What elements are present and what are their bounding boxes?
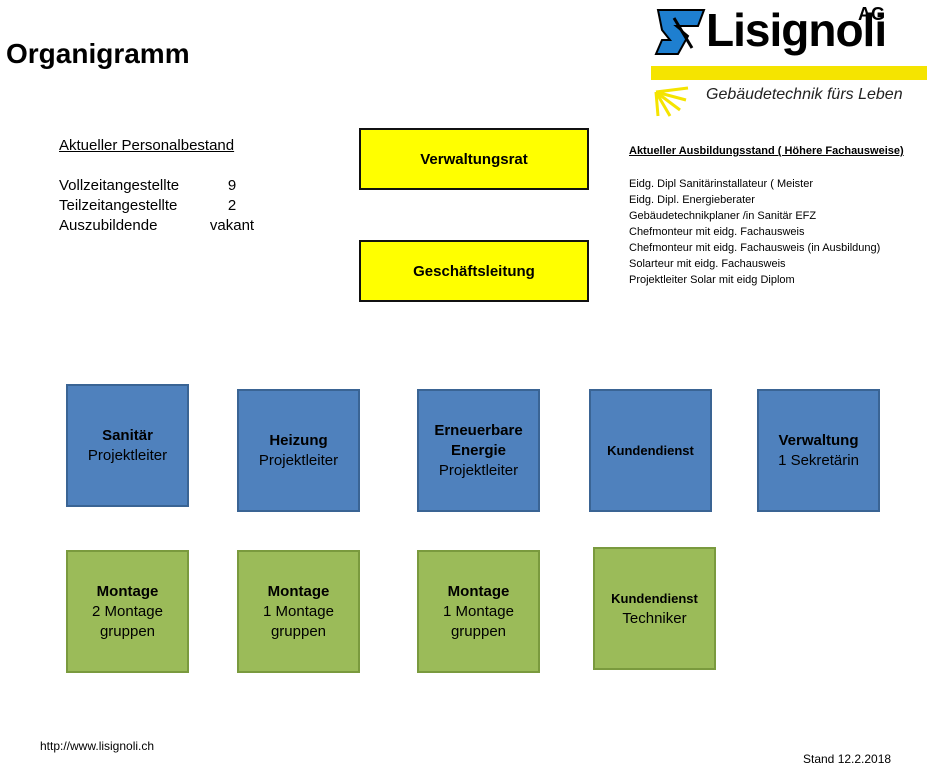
team-line: gruppen <box>99 622 156 640</box>
list-item: Projektleiter Solar mit eidg Diplom <box>629 274 795 286</box>
staff-value: 2 <box>227 197 237 214</box>
department-title: Sanitär <box>102 426 153 444</box>
department-box-verwaltung: Verwaltung 1 Sekretärin <box>757 389 880 512</box>
logo-ag: AG <box>858 4 885 24</box>
team-title: Montage <box>96 582 159 600</box>
logo-tagline: Gebäudetechnik fürs Leben <box>706 86 903 103</box>
department-title: Kundendienst <box>607 442 694 458</box>
staff-row: Teilzeitangestellte 2 <box>59 197 269 217</box>
footer-url[interactable]: http://www.lisignoli.ch <box>40 739 155 753</box>
staff-heading: Aktueller Personalbestand <box>59 137 235 154</box>
training-heading: Aktueller Ausbildungsstand ( Höhere Fach… <box>629 145 904 157</box>
department-sub: 1 Sekretärin <box>778 451 859 469</box>
team-box-kundendienst: Kundendienst Techniker <box>593 547 716 670</box>
list-item: Eidg. Dipl. Energieberater <box>629 194 755 206</box>
department-sub: Projektleiter <box>438 461 519 479</box>
department-title: Erneuerbare <box>434 421 523 439</box>
department-box-sanitaer: Sanitär Projektleiter <box>66 384 189 507</box>
board-box: Verwaltungsrat <box>359 128 589 190</box>
department-box-kundendienst: Kundendienst <box>589 389 712 512</box>
footer-date: Stand 12.2.2018 <box>803 752 892 766</box>
logo-band <box>651 66 927 80</box>
logo-wordmark: Lisignoli <box>706 4 887 56</box>
management-label: Geschäftsleitung <box>413 262 535 280</box>
list-item: Chefmonteur mit eidg. Fachausweis (in Au… <box>629 242 881 254</box>
staff-value: 9 <box>227 177 237 194</box>
team-line: 1 Montage <box>443 602 514 620</box>
staff-value: vakant <box>209 217 255 234</box>
team-box: Montage 1 Montage gruppen <box>237 550 360 673</box>
department-title: Energie <box>450 441 507 459</box>
logo-graphic <box>654 9 706 117</box>
department-sub: Projektleiter <box>87 446 168 464</box>
team-line: gruppen <box>270 622 327 640</box>
team-title: Montage <box>267 582 330 600</box>
list-item: Solarteur mit eidg. Fachausweis <box>629 258 786 270</box>
team-line: 1 Montage <box>263 602 334 620</box>
team-line: gruppen <box>450 622 507 640</box>
list-item: Eidg. Dipl Sanitärinstallateur ( Meister <box>629 178 814 190</box>
company-logo: Lisignoli AG Gebäudetechnik fürs Leben <box>648 4 928 118</box>
training-list: Eidg. Dipl Sanitärinstallateur ( Meister… <box>629 176 880 288</box>
board-label: Verwaltungsrat <box>420 150 528 168</box>
department-title: Verwaltung <box>778 431 859 449</box>
department-box-erneuerbare: Erneuerbare Energie Projektleiter <box>417 389 540 512</box>
list-item: Gebäudetechnikplaner /in Sanitär EFZ <box>629 210 817 222</box>
team-sub: Techniker <box>622 609 687 627</box>
team-title: Montage <box>447 582 510 600</box>
management-box: Geschäftsleitung <box>359 240 589 302</box>
staff-row: Vollzeitangestellte 9 <box>59 177 269 197</box>
staff-label: Auszubildende <box>59 217 158 234</box>
team-line: 2 Montage <box>92 602 163 620</box>
staff-label: Vollzeitangestellte <box>59 177 180 194</box>
department-box-heizung: Heizung Projektleiter <box>237 389 360 512</box>
list-item: Chefmonteur mit eidg. Fachausweis <box>629 226 805 238</box>
department-sub: Projektleiter <box>258 451 339 469</box>
team-box: Montage 1 Montage gruppen <box>417 550 540 673</box>
team-box: Montage 2 Montage gruppen <box>66 550 189 673</box>
staff-label: Teilzeitangestellte <box>59 197 178 214</box>
department-title: Heizung <box>269 431 328 449</box>
staff-row: Auszubildende vakant <box>59 217 269 237</box>
page-title: Organigramm <box>6 38 190 69</box>
team-title: Kundendienst <box>611 590 698 606</box>
